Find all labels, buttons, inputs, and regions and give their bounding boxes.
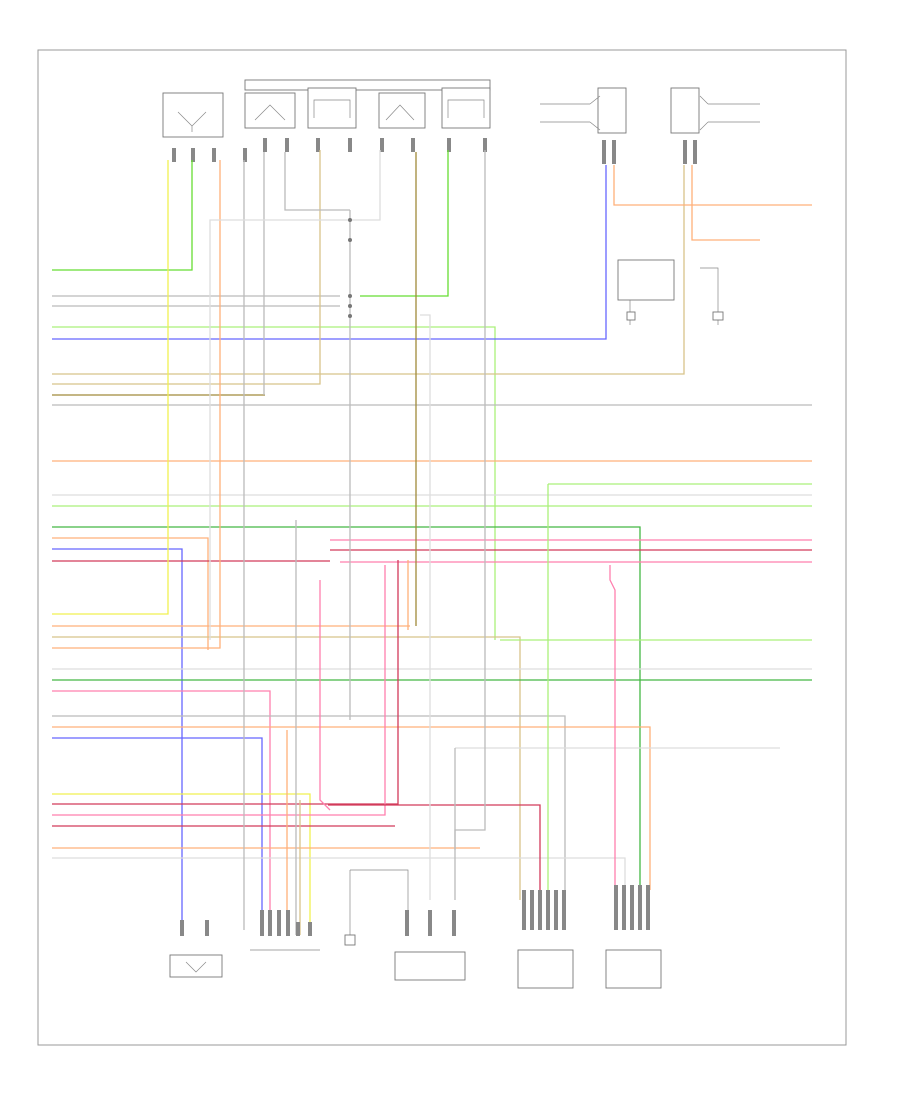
bottom-connector-pins (180, 885, 650, 936)
top-left-component (162, 92, 224, 138)
mid-right-module (617, 259, 724, 325)
horizontal-wires (52, 150, 812, 935)
bottom-component-5 (517, 949, 574, 989)
top-right-sensor-1 (540, 87, 627, 134)
bottom-component-4 (394, 951, 466, 981)
top-relay-group (244, 79, 491, 129)
bottom-component-3 (344, 934, 356, 946)
page-border (37, 49, 847, 1046)
bottom-component-6 (605, 949, 662, 989)
vertical-wires (209, 150, 812, 935)
ground-lines (349, 869, 409, 935)
junction-dots (348, 218, 352, 318)
top-connector-pins (172, 138, 697, 164)
top-right-sensor-2 (670, 87, 760, 134)
bottom-component-1 (169, 954, 223, 978)
